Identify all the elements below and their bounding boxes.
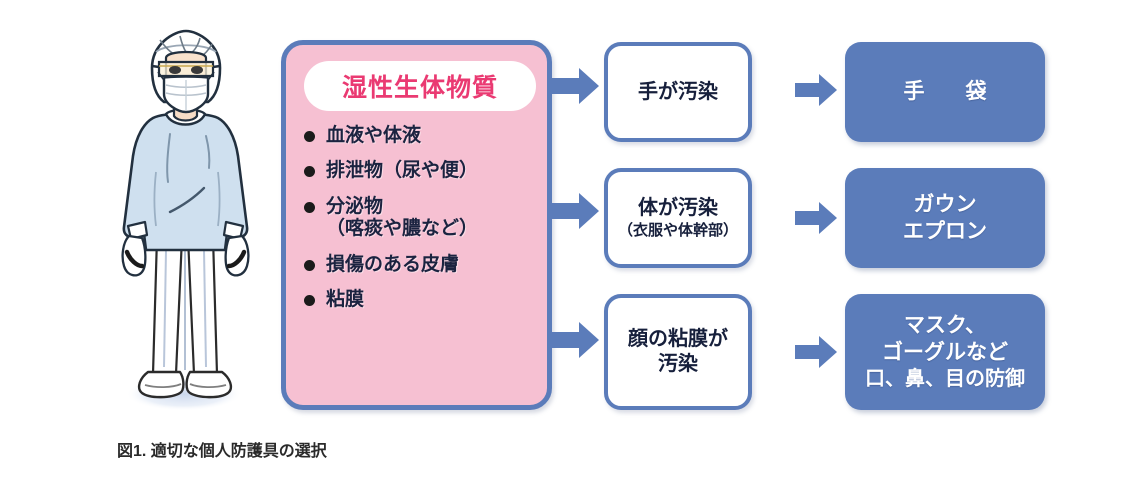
ppe-label-line2: ゴーグルなど [882, 341, 1008, 364]
ppe-label: ガウン [913, 192, 977, 216]
ppe-label: 手 袋 [903, 80, 997, 104]
route-box-face: 顔の粘膜が 汚染 [604, 294, 752, 410]
panel-title: 湿性生体物質 [341, 74, 498, 102]
route-box-hands: 手が汚染 [604, 42, 752, 142]
bullet-icon [304, 295, 315, 307]
list-item: 排泄物（尿や便） [300, 160, 537, 182]
route-label: 顔の粘膜が [628, 328, 728, 350]
substance-list: 血液や体液 排泄物（尿や便） 分泌物 （喀痰や膿など） 損傷のある皮膚 粘膜 [300, 125, 537, 324]
list-item-label: 損傷のある皮膚 [326, 253, 460, 275]
arrow-icon [793, 71, 839, 109]
figure-caption: 図1. 適切な個人防護具の選択 [117, 443, 327, 460]
bullet-icon [304, 166, 315, 178]
route-label-line2: 汚染 [658, 353, 698, 375]
route-sublabel: （衣服や体幹部） [617, 222, 738, 239]
list-item: 粘膜 [300, 289, 537, 311]
panel-title-pill: 湿性生体物質 [304, 61, 536, 111]
list-item-label: 分泌物 [326, 195, 384, 217]
arrow-icon [549, 190, 601, 232]
list-item: 血液や体液 [300, 125, 537, 147]
route-label: 体が汚染 [638, 197, 718, 219]
arrow-icon [549, 65, 601, 107]
bullet-icon [304, 131, 315, 142]
arrow-icon [793, 333, 839, 371]
ppe-box-gown: ガウン エプロン [845, 168, 1045, 268]
ppe-label-line3: 口、鼻、目の防御 [865, 368, 1025, 391]
ppe-label: マスク、 [903, 313, 987, 337]
bullet-icon [304, 201, 315, 213]
route-label: 手が汚染 [638, 81, 718, 103]
arrow-icon [549, 319, 601, 361]
ppe-box-mask: マスク、 ゴーグルなど 口、鼻、目の防御 [845, 294, 1045, 410]
bullet-icon [304, 259, 315, 271]
list-item-label: 粘膜 [326, 289, 365, 311]
ppe-box-gloves: 手 袋 [845, 42, 1045, 142]
healthcare-worker-illustration [96, 22, 276, 427]
list-item-label: 排泄物（尿や便） [326, 160, 479, 182]
list-item: 分泌物 （喀痰や膿など） [300, 196, 537, 241]
arrow-icon [793, 199, 839, 237]
list-item-sublabel: （喀痰や膿など） [326, 218, 479, 240]
wet-body-substances-panel: 湿性生体物質 血液や体液 排泄物（尿や便） 分泌物 （喀痰や膿など） 損傷のある… [281, 40, 552, 410]
list-item-label: 血液や体液 [326, 125, 422, 146]
list-item: 損傷のある皮膚 [300, 254, 537, 276]
ppe-label-line2: エプロン [903, 220, 987, 243]
route-box-body: 体が汚染 （衣服や体幹部） [604, 168, 752, 268]
